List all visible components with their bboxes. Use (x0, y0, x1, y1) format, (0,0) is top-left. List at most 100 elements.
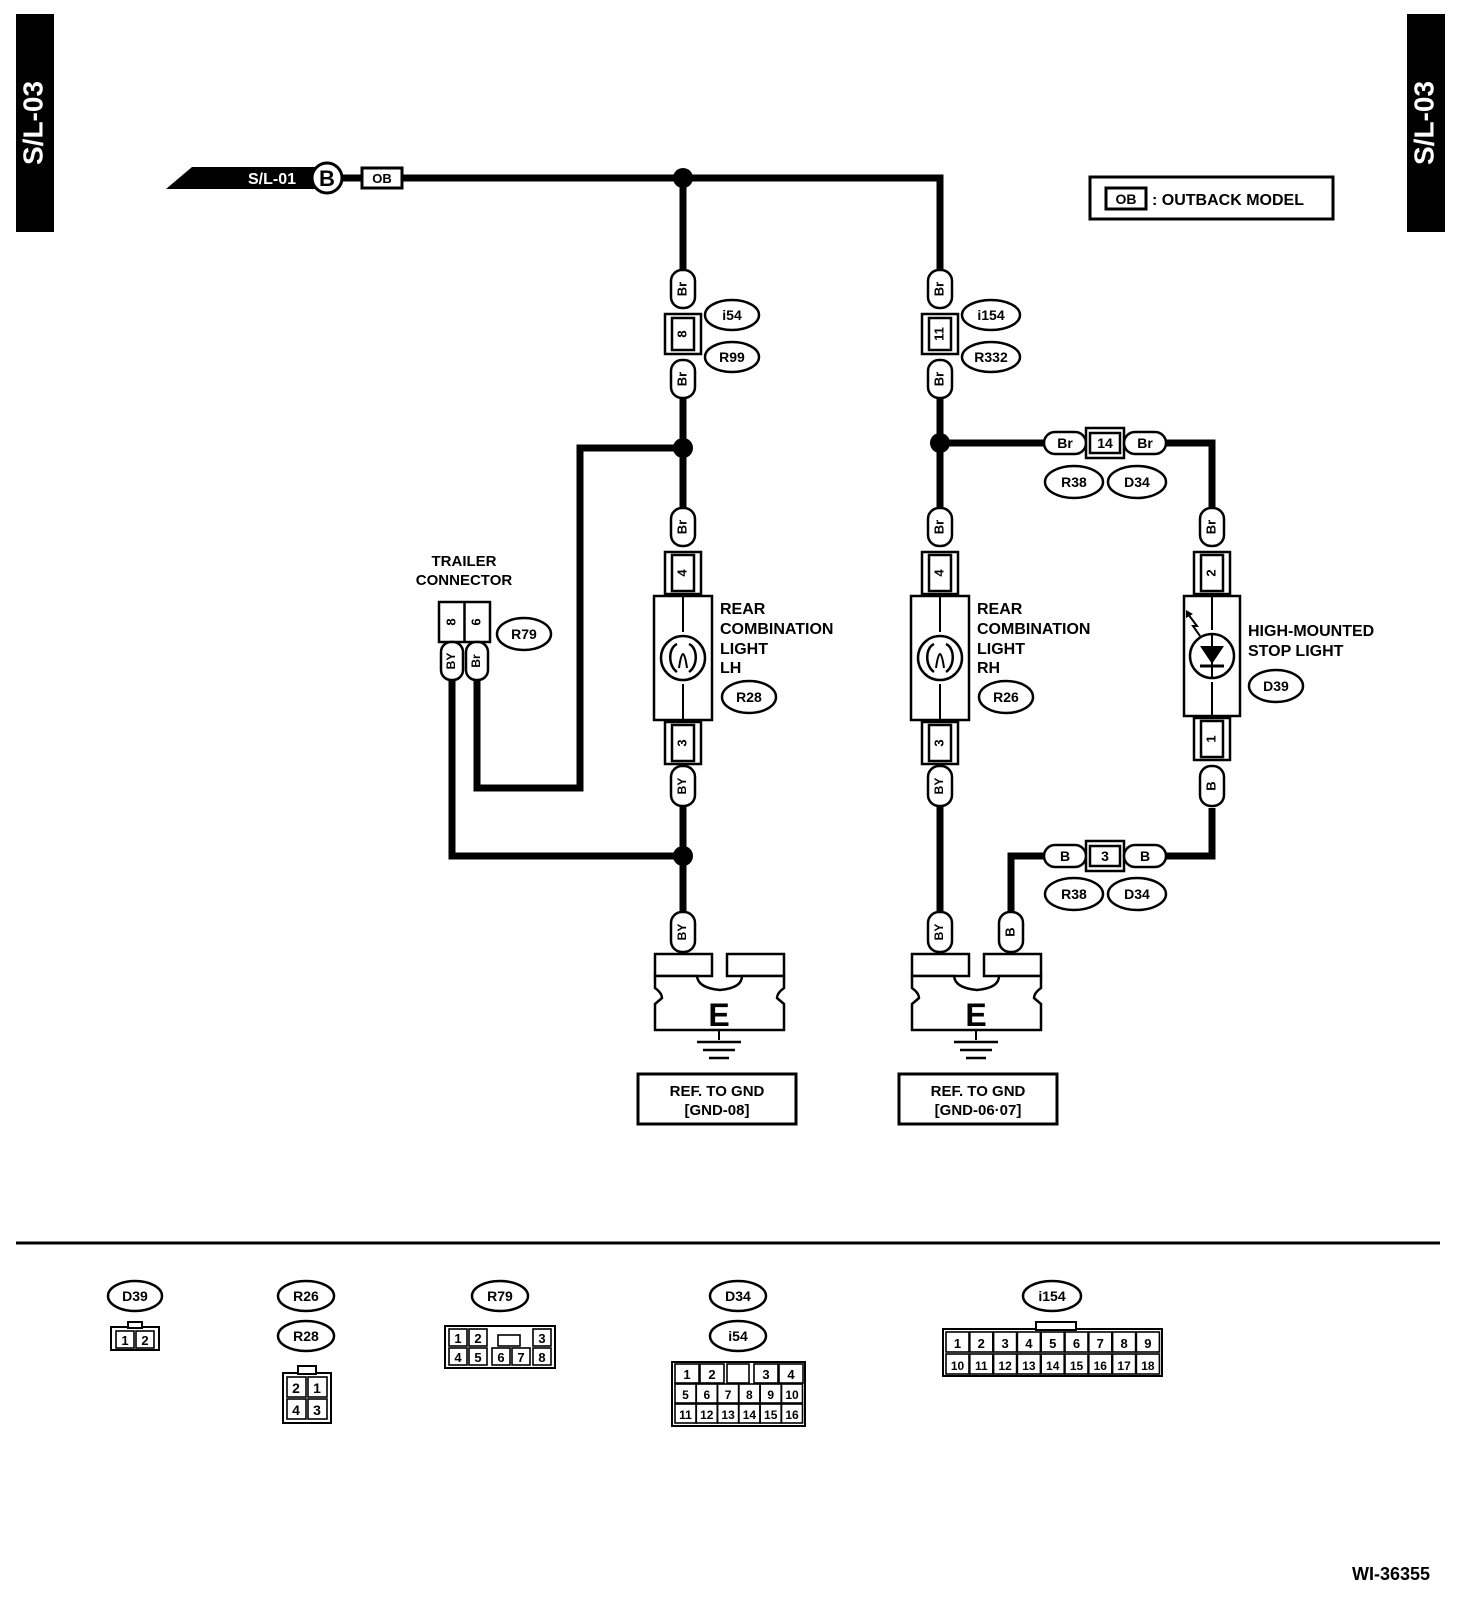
svg-text:Br: Br (931, 372, 946, 386)
page-tab-left: S/L-03 (16, 14, 54, 232)
pin-number: 5 (474, 1350, 481, 1365)
legend-text: : OUTBACK MODEL (1152, 192, 1304, 209)
pin-cell (1135, 1353, 1161, 1375)
connector-view-id: R28 (293, 1328, 319, 1344)
pin-top: 4 (931, 569, 946, 577)
svg-text:Br: Br (1137, 435, 1153, 451)
pin-number: 11 (679, 1408, 692, 1422)
pin-number: 2 (474, 1331, 481, 1346)
wire-label-by: BY (932, 778, 946, 795)
svg-text:R38: R38 (1061, 474, 1087, 490)
connector-view-d39: D39 1 2 (106, 1279, 164, 1351)
component-id: D39 (1263, 678, 1289, 694)
rear-combination-light-rh: Br 4 3 BY REAR COMBINATION LIGHT RH R26 (909, 506, 1090, 808)
ground-block (910, 974, 1043, 1032)
svg-text:3: 3 (1101, 848, 1109, 864)
connector-id-r332: R332 (960, 340, 1022, 374)
svg-text:Br: Br (931, 282, 946, 296)
pin-cell (1064, 1331, 1089, 1353)
svg-text:R332: R332 (974, 349, 1008, 365)
wire-label-by: BY (932, 924, 946, 941)
pin-cell (753, 1363, 779, 1384)
svg-text:i154: i154 (977, 307, 1004, 323)
pin-number: 4 (454, 1350, 462, 1365)
pin-number: 4 (1025, 1336, 1033, 1351)
ground-ref: REF. TO GND (931, 1083, 1026, 1100)
trailer-connector-label: TRAILER (432, 553, 497, 570)
pin-cell (1135, 1331, 1161, 1353)
pin-cell (1040, 1331, 1065, 1353)
wire-label-br: Br (926, 268, 954, 310)
pin-number: 3 (313, 1402, 321, 1418)
pin-number: 17 (1117, 1359, 1131, 1373)
pin-cell (1064, 1353, 1089, 1375)
pin-top: 4 (674, 569, 689, 577)
pin-cell (1111, 1353, 1137, 1375)
component-label: HIGH-MOUNTED (1248, 623, 1374, 640)
wire-label-b: B (1122, 843, 1168, 869)
ground-right: BY B E REF. TO GND [GND-06·07] (897, 910, 1059, 1126)
pin-number: 4 (787, 1367, 795, 1382)
page-tag: S/L-03 (1408, 81, 1439, 165)
junction-pin-3: 3 (1084, 839, 1126, 873)
trailer-connector-id: R79 (511, 626, 537, 642)
trailer-wire-color: BY (444, 653, 458, 670)
svg-text:11: 11 (931, 327, 946, 341)
wire-label-by: BY (675, 924, 689, 941)
pin-number: 7 (1097, 1336, 1104, 1351)
pin-cell (992, 1353, 1018, 1375)
ground-ref: [GND-08] (684, 1102, 749, 1119)
svg-text:14: 14 (1097, 435, 1113, 451)
pin-cell (699, 1363, 725, 1384)
pin-number: 13 (721, 1408, 735, 1422)
pin-number: 5 (682, 1388, 689, 1402)
svg-text:B: B (1140, 848, 1150, 864)
trailer-pin: 6 (468, 618, 483, 625)
svg-text:R38: R38 (1061, 886, 1087, 902)
connector-view-id: D39 (122, 1288, 148, 1304)
pin-number: 1 (954, 1336, 961, 1351)
source-arrow: S/L-01 B (166, 161, 344, 195)
component-label: COMBINATION (977, 621, 1090, 638)
source-connector: B (319, 166, 335, 191)
ground-left: BY E REF. TO GND [GND-08] (636, 910, 798, 1126)
pin-cell (1040, 1353, 1065, 1375)
pin-number: 16 (1094, 1359, 1108, 1373)
connector-pin-i54: 8 (663, 312, 703, 356)
wires (342, 168, 1216, 920)
pin-number: 13 (1022, 1359, 1036, 1373)
pin-number: 18 (1141, 1359, 1155, 1373)
pin-cell (674, 1363, 700, 1384)
connector-view-id: i154 (1038, 1288, 1065, 1304)
page-tab-right: S/L-03 (1407, 14, 1445, 232)
pin-cell (780, 1383, 804, 1404)
component-label: LIGHT (977, 641, 1025, 658)
svg-text:R99: R99 (719, 349, 745, 365)
pin-cell (992, 1331, 1018, 1353)
trailer-wire-color: Br (469, 654, 483, 668)
trailer-connector-label: CONNECTOR (416, 572, 513, 589)
connector-id-i154: i154 (960, 298, 1022, 332)
ground-block (653, 974, 786, 1032)
connector-id-i54: i54 (703, 298, 761, 332)
svg-text:8: 8 (674, 330, 689, 337)
pin-number: 10 (951, 1359, 965, 1373)
pin-number: 14 (743, 1408, 757, 1422)
svg-text:Br: Br (1057, 435, 1073, 451)
pin-number: 8 (1120, 1336, 1127, 1351)
rear-combination-light-lh: Br 4 3 BY REAR COMBINATION LIGHT LH R28 (652, 506, 833, 808)
pin-number: 12 (700, 1408, 714, 1422)
pin-number: 9 (1144, 1336, 1151, 1351)
source-page: S/L-01 (248, 171, 296, 188)
connector-id-r99: R99 (703, 340, 761, 374)
pin-number: 15 (764, 1408, 778, 1422)
wire-label-b: B (1203, 781, 1218, 790)
ground-letter: E (708, 997, 729, 1033)
pin-number: 6 (1073, 1336, 1080, 1351)
svg-text:OB: OB (372, 171, 392, 186)
wire-label-br: Br (674, 520, 689, 534)
connector-pin-i154: 11 (920, 312, 960, 356)
connector-view-id: D34 (725, 1288, 751, 1304)
connector-view-id: R26 (293, 1288, 319, 1304)
